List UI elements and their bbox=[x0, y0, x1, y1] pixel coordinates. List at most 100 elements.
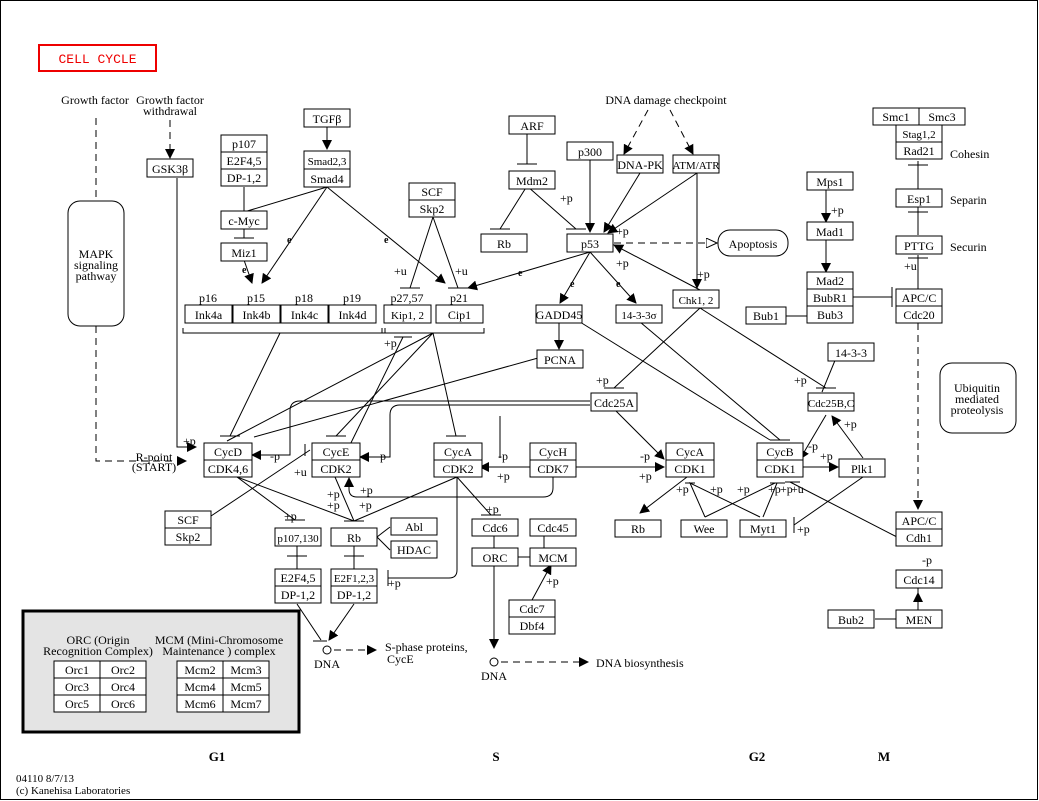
gene-node-smc3[interactable]: Smc3 bbox=[918, 107, 966, 126]
gene-node-mad1[interactable]: Mad1 bbox=[806, 221, 854, 241]
gene-node-atmatr[interactable]: ATM/ATR bbox=[672, 154, 720, 174]
gene-node-ink4b[interactable]: Ink4b bbox=[232, 304, 281, 324]
gene-node-cdc45[interactable]: Cdc45 bbox=[529, 518, 577, 537]
gene-node-ink4c[interactable]: Ink4c bbox=[280, 304, 329, 324]
gene-node-plk1[interactable]: Plk1 bbox=[838, 458, 886, 478]
gene-node-tgfb[interactable]: TGFβ bbox=[303, 108, 351, 128]
gene-node-pcna[interactable]: PCNA bbox=[536, 349, 584, 369]
gene-node-kip12[interactable]: Kip1, 2 bbox=[383, 304, 432, 324]
gene-node-scf1[interactable]: SCF bbox=[408, 182, 456, 201]
pathway-apoptosis[interactable]: Apoptosis bbox=[717, 229, 789, 257]
gene-node-myt1[interactable]: Myt1 bbox=[739, 519, 787, 538]
gene-node-smad4[interactable]: Smad4 bbox=[303, 168, 351, 188]
legend-mcm-mcm4[interactable]: Mcm4 bbox=[176, 677, 224, 696]
dna-node-1[interactable] bbox=[322, 645, 332, 655]
gene-node-pttg[interactable]: PTTG bbox=[895, 235, 943, 255]
gene-node-skp2b[interactable]: Skp2 bbox=[164, 527, 212, 546]
gene-node-dp12b[interactable]: DP-1,2 bbox=[274, 585, 322, 604]
gene-node-cdc25a[interactable]: Cdc25A bbox=[590, 392, 638, 412]
gene-node-e2f123[interactable]: E2F1,2,3 bbox=[330, 568, 378, 587]
gene-node-chk12[interactable]: Chk1, 2 bbox=[672, 289, 720, 309]
gene-node-cdk7[interactable]: CDK7 bbox=[529, 459, 577, 478]
gene-node-ink4d[interactable]: Ink4d bbox=[328, 304, 377, 324]
gene-node-cdc20[interactable]: Cdc20 bbox=[895, 305, 943, 324]
legend-orc-orc3[interactable]: Orc3 bbox=[53, 677, 101, 696]
legend-mcm-mcm7[interactable]: Mcm7 bbox=[222, 694, 270, 713]
gene-node-apcc1[interactable]: APC/C bbox=[895, 288, 943, 307]
legend-mcm-mcm3[interactable]: Mcm3 bbox=[222, 660, 270, 679]
gene-node-bub1[interactable]: Bub1 bbox=[745, 306, 787, 325]
gene-node-cdk46[interactable]: CDK4,6 bbox=[203, 459, 253, 478]
dna-node-2[interactable] bbox=[489, 657, 499, 667]
legend-orc-orc4[interactable]: Orc4 bbox=[99, 677, 147, 696]
gene-node-cip1[interactable]: Cip1 bbox=[435, 304, 484, 324]
pathway-mapk[interactable]: MAPK signaling pathway bbox=[67, 200, 125, 327]
gene-node-rb1[interactable]: Rb bbox=[480, 233, 528, 253]
gene-node-cdc6[interactable]: Cdc6 bbox=[471, 518, 519, 537]
gene-node-cyca2[interactable]: CycA bbox=[665, 442, 715, 461]
gene-node-abl[interactable]: Abl bbox=[390, 517, 438, 536]
gene-node-bubr1[interactable]: BubR1 bbox=[806, 288, 854, 307]
gene-node-cdc7[interactable]: Cdc7 bbox=[508, 599, 556, 618]
gene-node-apcc2[interactable]: APC/C bbox=[895, 511, 943, 530]
gene-node-mad2[interactable]: Mad2 bbox=[806, 271, 854, 290]
gene-node-cdc25bc[interactable]: Cdc25B,C bbox=[807, 392, 855, 412]
pathway-ubiquitin[interactable]: Ubiquitin mediated proteolysis bbox=[939, 362, 1017, 434]
gene-node-dnapk[interactable]: DNA-PK bbox=[616, 154, 664, 174]
legend-orc-orc5[interactable]: Orc5 bbox=[53, 694, 101, 713]
gene-node-p300[interactable]: p300 bbox=[566, 141, 614, 161]
gene-node-bub2[interactable]: Bub2 bbox=[827, 609, 875, 629]
gene-node-rb3[interactable]: Rb bbox=[614, 519, 662, 538]
gene-node-cycd[interactable]: CycD bbox=[203, 442, 253, 461]
gene-node-e2f45a[interactable]: E2F4,5 bbox=[220, 151, 268, 170]
legend-mcm-mcm2[interactable]: Mcm2 bbox=[176, 660, 224, 679]
gene-node-mcm[interactable]: MCM bbox=[529, 547, 577, 567]
gene-node-s1433[interactable]: 14-3-3 bbox=[827, 342, 875, 362]
gene-node-men[interactable]: MEN bbox=[895, 609, 943, 629]
gene-node-p107[interactable]: p107 bbox=[220, 134, 268, 153]
gene-node-cdk2b[interactable]: CDK2 bbox=[433, 459, 483, 478]
gene-node-smad23[interactable]: Smad2,3 bbox=[303, 150, 351, 170]
gene-node-p53[interactable]: p53 bbox=[566, 233, 614, 253]
gene-node-mps1[interactable]: Mps1 bbox=[806, 171, 854, 191]
title-box[interactable]: CELL CYCLE bbox=[38, 44, 157, 72]
gene-node-arf[interactable]: ARF bbox=[508, 115, 556, 135]
gene-node-p107130[interactable]: p107,130 bbox=[274, 527, 322, 547]
gene-node-cyca1[interactable]: CycA bbox=[433, 442, 483, 461]
gene-node-cdc14[interactable]: Cdc14 bbox=[895, 569, 943, 589]
gene-node-rad21[interactable]: Rad21 bbox=[895, 141, 943, 160]
gene-node-dbf4[interactable]: Dbf4 bbox=[508, 616, 556, 635]
gene-node-miz1[interactable]: Miz1 bbox=[220, 242, 268, 262]
gene-node-s1433s[interactable]: 14-3-3σ bbox=[615, 304, 663, 324]
legend-orc-orc1[interactable]: Orc1 bbox=[53, 660, 101, 679]
legend-mcm-mcm6[interactable]: Mcm6 bbox=[176, 694, 224, 713]
gene-node-cdh1[interactable]: Cdh1 bbox=[895, 528, 943, 547]
legend-mcm-mcm5[interactable]: Mcm5 bbox=[222, 677, 270, 696]
gene-node-cmyc[interactable]: c-Myc bbox=[220, 210, 268, 230]
gene-node-rb2[interactable]: Rb bbox=[330, 527, 378, 547]
gene-node-orc[interactable]: ORC bbox=[471, 547, 519, 567]
gene-node-ink4a[interactable]: Ink4a bbox=[184, 304, 233, 324]
gene-node-hdac[interactable]: HDAC bbox=[390, 540, 438, 559]
gene-node-cdk2a[interactable]: CDK2 bbox=[311, 459, 361, 478]
gene-node-esp1[interactable]: Esp1 bbox=[895, 188, 943, 208]
gene-node-smc1[interactable]: Smc1 bbox=[872, 107, 920, 126]
gene-node-stag12[interactable]: Stag1,2 bbox=[895, 124, 943, 143]
gene-node-cdk1b[interactable]: CDK1 bbox=[756, 459, 804, 478]
gene-node-gadd45[interactable]: GADD45 bbox=[535, 304, 583, 324]
gene-node-dp12a[interactable]: DP-1,2 bbox=[220, 168, 268, 187]
gene-node-scf2[interactable]: SCF bbox=[164, 510, 212, 529]
gene-node-bub3[interactable]: Bub3 bbox=[806, 305, 854, 324]
legend-orc-orc2[interactable]: Orc2 bbox=[99, 660, 147, 679]
gene-node-cdk1a[interactable]: CDK1 bbox=[665, 459, 715, 478]
gene-node-cycb[interactable]: CycB bbox=[756, 442, 804, 461]
gene-node-dp12c[interactable]: DP-1,2 bbox=[330, 585, 378, 604]
gene-node-cyce[interactable]: CycE bbox=[311, 442, 361, 461]
legend-orc-orc6[interactable]: Orc6 bbox=[99, 694, 147, 713]
gene-node-gsk3b[interactable]: GSK3β bbox=[146, 158, 194, 178]
gene-node-cych[interactable]: CycH bbox=[529, 442, 577, 461]
gene-node-e2f45b[interactable]: E2F4,5 bbox=[274, 568, 322, 587]
gene-node-skp2a[interactable]: Skp2 bbox=[408, 199, 456, 218]
gene-node-mdm2[interactable]: Mdm2 bbox=[508, 170, 556, 190]
gene-node-wee[interactable]: Wee bbox=[680, 519, 728, 538]
